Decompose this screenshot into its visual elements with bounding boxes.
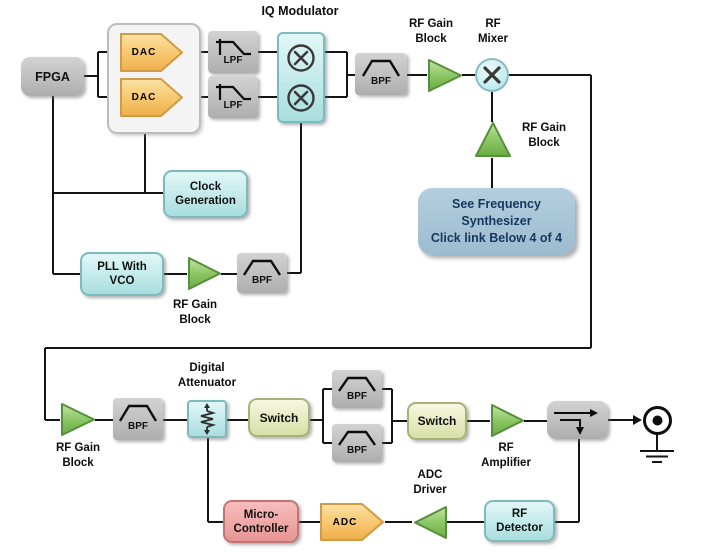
dac-bottom-block: DAC [120, 78, 184, 117]
rf-detector-block: RF Detector [484, 500, 555, 542]
coupler-arrows-icon [554, 409, 598, 435]
lowpass-filter-icon [216, 84, 251, 101]
iq-modulator-title: IQ Modulator [261, 4, 339, 18]
rf-output-connector [643, 406, 672, 435]
bpf-bank-bottom-block: BPF [332, 424, 382, 462]
bandpass-filter-icon [361, 59, 401, 77]
adc-driver-label: ADC Driver [413, 469, 447, 496]
rf-gain-rx-label: RF Gain Block [55, 442, 101, 469]
adc-pentagon-shape [320, 503, 384, 541]
bandpass-filter-icon [118, 404, 158, 422]
dac-top-label: DAC [131, 47, 157, 58]
directional-coupler-block [547, 401, 608, 439]
digital-attenuator-label: Digital Attenuator [177, 362, 237, 389]
dac-pentagon-shape [120, 78, 183, 117]
lpf-bottom-label: LPF [223, 100, 243, 111]
rf-mixer-label: RF Mixer [477, 18, 509, 45]
adc-label: ADC [332, 516, 358, 528]
bpf-rx-label: BPF [128, 421, 148, 432]
rf-gain-tx-label: RF Gain Block [408, 18, 454, 45]
bpf-pll-block: BPF [237, 253, 287, 293]
bpf-bank-top-block: BPF [332, 370, 382, 408]
bandpass-filter-icon [338, 430, 376, 446]
lpf-bottom-block: LPF [208, 76, 258, 118]
attenuator-icon [200, 403, 217, 435]
bpf-tx-block: BPF [355, 53, 407, 95]
lpf-top-label: LPF [223, 55, 243, 66]
digital-attenuator-block [187, 400, 227, 438]
switch-a-block: Switch [248, 398, 310, 437]
rf-gain-lo-amplifier [475, 122, 511, 157]
bpf-bank-top-label: BPF [347, 391, 367, 402]
rf-amplifier-label: RF Amplifier [481, 442, 531, 469]
bandpass-filter-icon [242, 259, 282, 276]
lpf-top-block: LPF [208, 31, 258, 73]
frequency-synthesizer-note[interactable]: See Frequency Synthesizer Click link Bel… [418, 188, 575, 255]
clock-generation-block: Clock Generation [163, 170, 248, 218]
rf-gain-rx-amplifier [61, 403, 95, 436]
adc-driver-amplifier [414, 506, 447, 539]
pll-vco-block: PLL With VCO [80, 252, 164, 296]
dac-pentagon-shape [120, 33, 183, 72]
bpf-tx-label: BPF [371, 76, 391, 87]
micro-controller-block: Micro- Controller [223, 500, 299, 543]
bpf-bank-bottom-label: BPF [347, 445, 367, 456]
rf-mixer-block [475, 58, 509, 92]
multiplier-icons [287, 44, 315, 112]
adc-block: ADC [320, 503, 385, 541]
iq-modulator-block [277, 32, 325, 123]
rf-gain-pll-label: RF Gain Block [172, 299, 218, 326]
bpf-pll-label: BPF [252, 275, 272, 286]
lowpass-filter-icon [216, 39, 251, 56]
rf-gain-lo-label: RF Gain Block [521, 122, 567, 149]
switch-b-block: Switch [407, 402, 467, 440]
dac-bottom-label: DAC [131, 92, 157, 103]
rf-gain-tx-amplifier [428, 59, 462, 92]
dac-top-block: DAC [120, 33, 184, 72]
fpga-block: FPGA [21, 57, 84, 96]
bpf-rx-block: BPF [113, 398, 163, 440]
bandpass-filter-icon [338, 376, 376, 392]
rf-amplifier-block [491, 404, 524, 437]
rf-gain-pll-amplifier [188, 257, 221, 290]
